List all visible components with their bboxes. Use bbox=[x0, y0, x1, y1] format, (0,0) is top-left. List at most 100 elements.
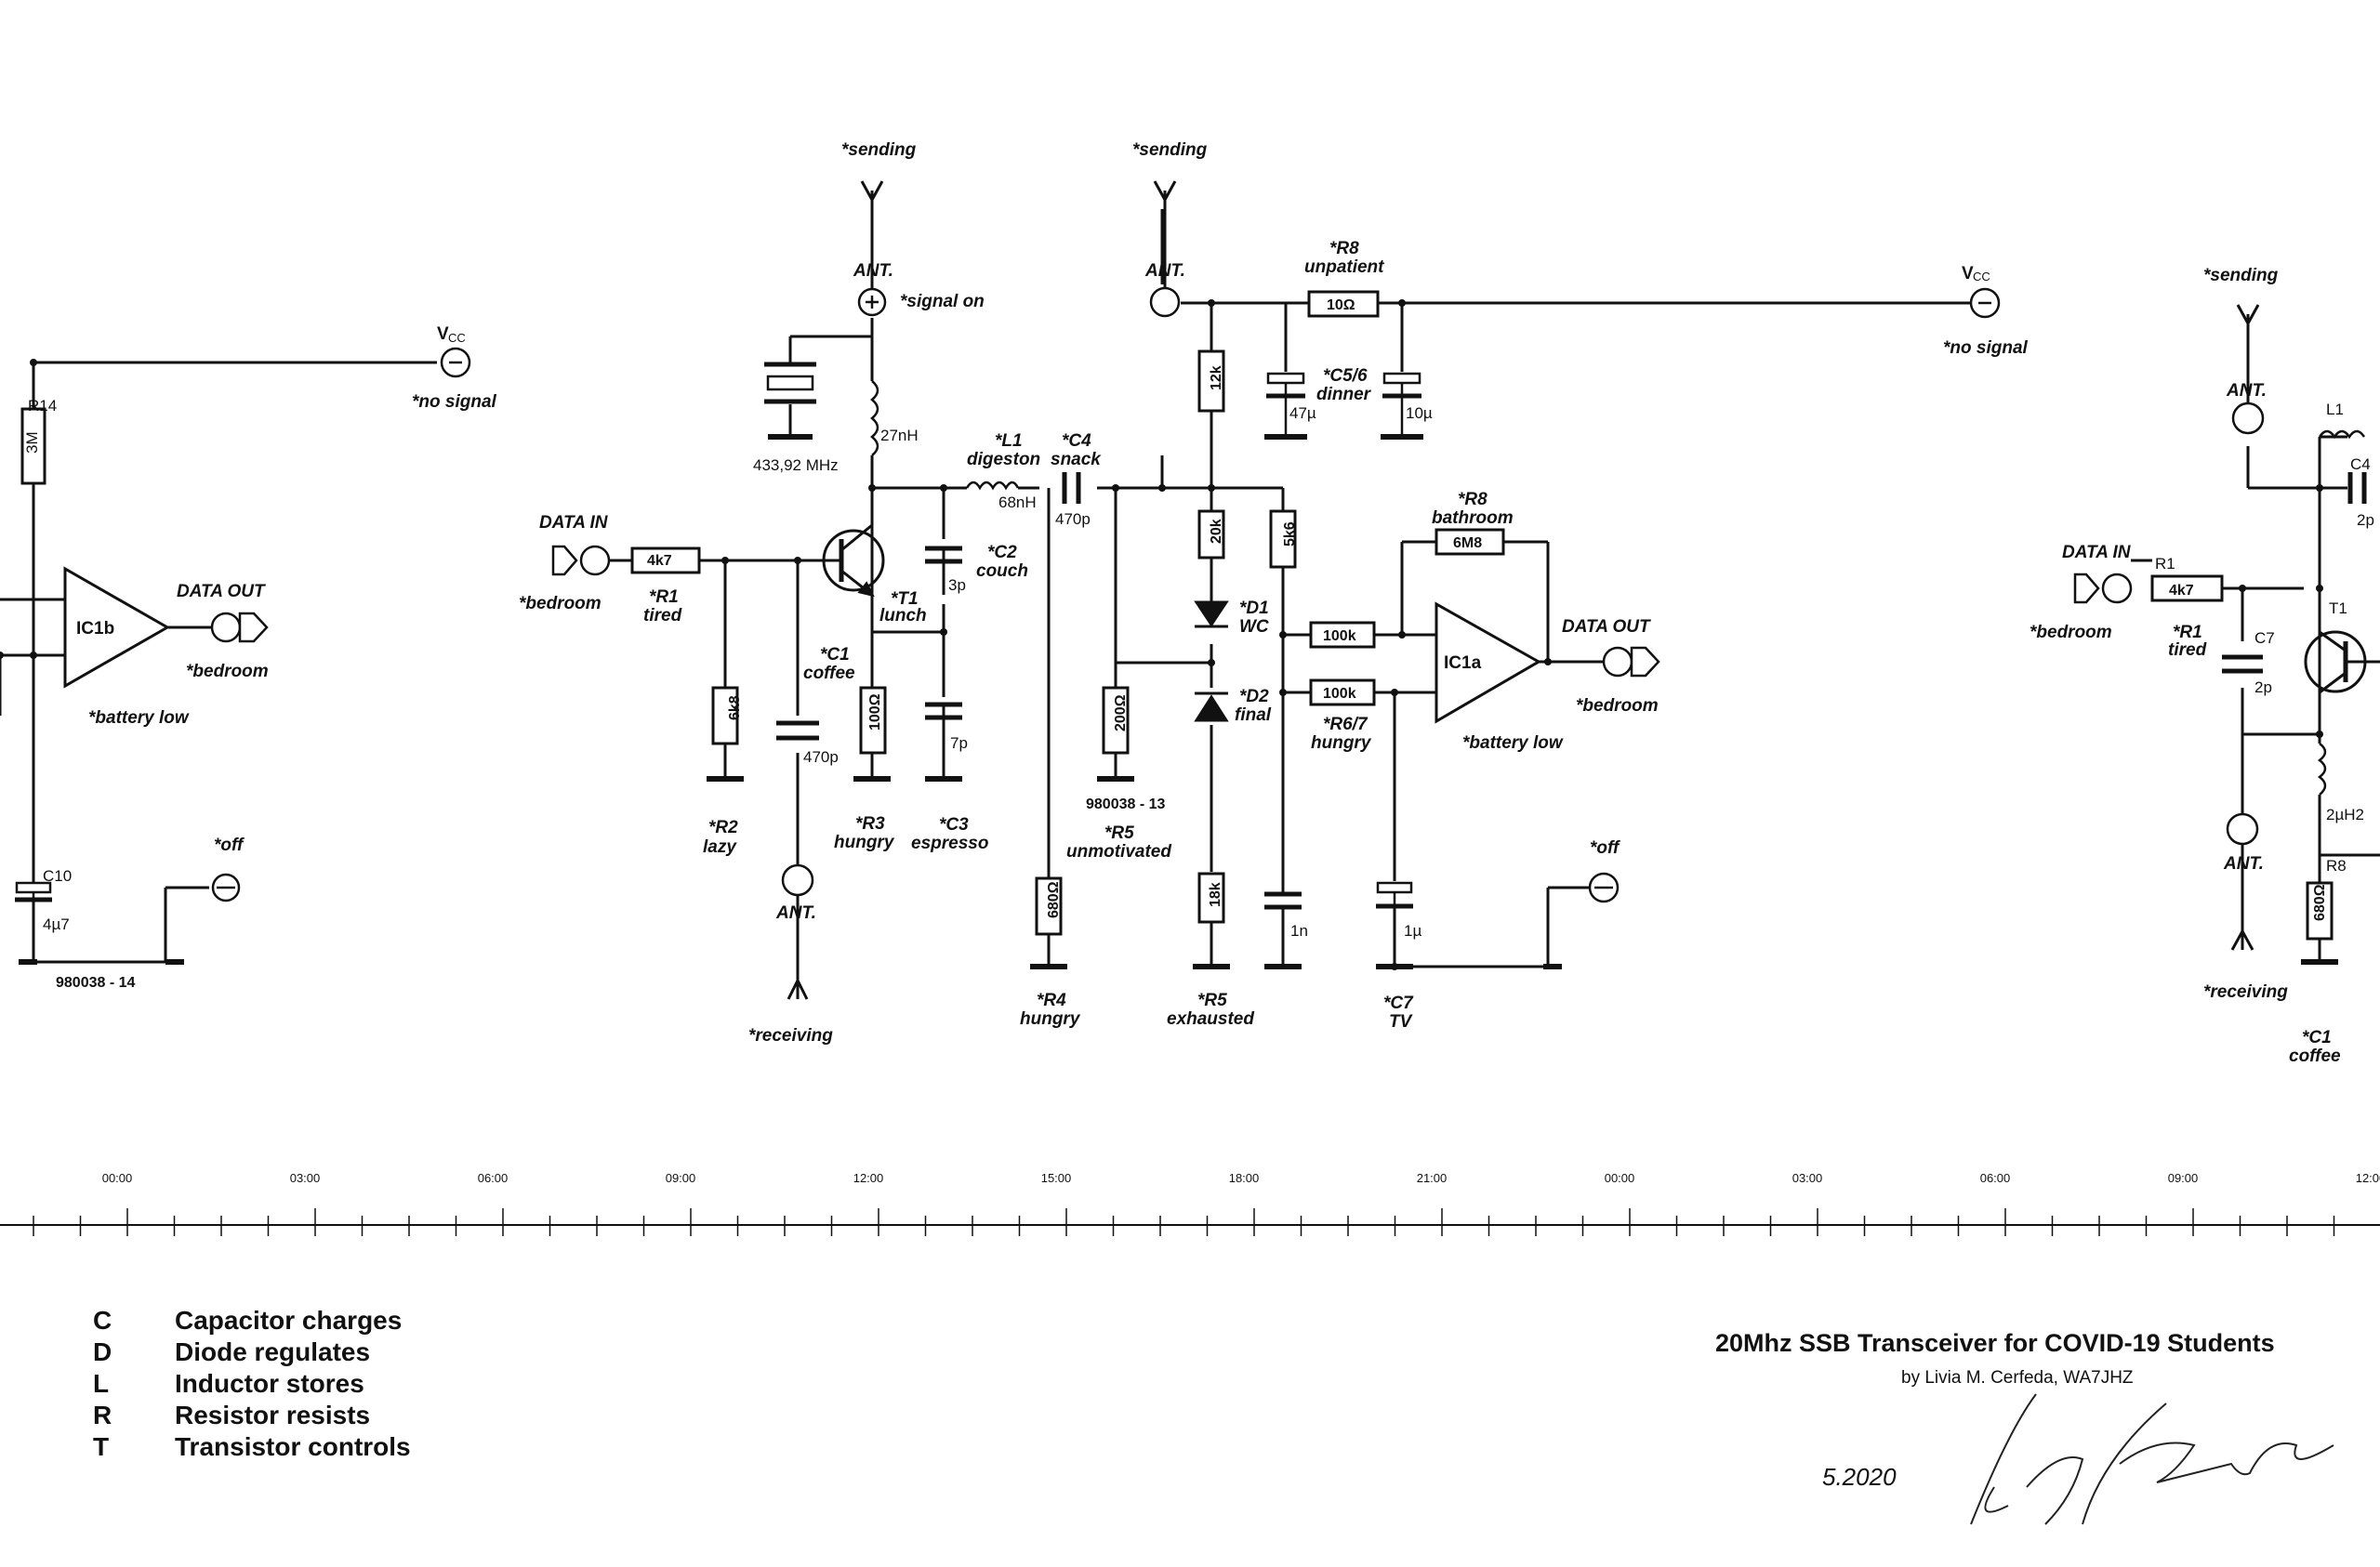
label-r1-note: tired bbox=[643, 606, 682, 625]
label-dataout: DATA OUT bbox=[1562, 617, 1651, 637]
label-right-r1-value: 4k7 bbox=[2169, 583, 2194, 599]
timeline-label: 21:00 bbox=[1417, 1171, 1448, 1185]
label-r8b-tag: *R8 bbox=[1458, 490, 1488, 509]
label-sending-2: *sending bbox=[1132, 140, 1208, 160]
label-r1-value: 4k7 bbox=[647, 553, 672, 569]
label-c1-value: 470p bbox=[803, 748, 839, 766]
label-r14: R14 bbox=[28, 397, 57, 415]
label-100k-a: 100k bbox=[1323, 628, 1356, 644]
label-receiving: *receiving bbox=[748, 1026, 833, 1046]
label-c3-tag: *C3 bbox=[939, 815, 969, 835]
diode-d2 bbox=[1194, 691, 1229, 722]
timeline-label: 09:00 bbox=[666, 1171, 696, 1185]
inductor-right-l1 bbox=[2318, 429, 2366, 440]
capacitor-right-c7 bbox=[2222, 654, 2263, 674]
antenna-node-right-receiving bbox=[2226, 812, 2259, 846]
label-r3-value: 100Ω bbox=[867, 693, 883, 731]
label-c6-value: 10µ bbox=[1406, 404, 1433, 422]
label-r1-tag: *R1 bbox=[649, 587, 679, 607]
transistor-t1 bbox=[822, 523, 885, 598]
resistor-right-r1 bbox=[2150, 574, 2224, 602]
label-1n: 1n bbox=[1290, 922, 1308, 940]
resistor-r5a bbox=[1102, 686, 1130, 755]
label-ic1b: IC1b bbox=[76, 619, 114, 639]
antenna-node-right-sending bbox=[2231, 402, 2265, 435]
label-vcc: V bbox=[1962, 264, 1974, 283]
label-r5a-note: unmotivated bbox=[1066, 842, 1171, 862]
label-left-battery: *battery low bbox=[88, 708, 190, 728]
legend-letter: L bbox=[93, 1369, 110, 1398]
label-c10: C10 bbox=[43, 867, 72, 885]
antenna-receiving bbox=[787, 895, 809, 1000]
label-right-c7: C7 bbox=[2254, 629, 2275, 647]
capacitor-c1 bbox=[776, 720, 819, 741]
label-c4-tag: *C4 bbox=[1062, 431, 1091, 451]
label-r5b-note: exhausted bbox=[1167, 1009, 1254, 1029]
inductor-right-2uh2 bbox=[2317, 743, 2327, 796]
label-signal-on: *signal on bbox=[900, 292, 985, 311]
label-right-l1: L1 bbox=[2326, 401, 2344, 418]
label-ant-receiving: ANT. bbox=[775, 903, 816, 923]
legend-text: Transistor controls bbox=[175, 1432, 411, 1461]
label-r2-note: lazy bbox=[703, 837, 737, 857]
label-vcc-sub: CC bbox=[1973, 270, 1990, 283]
label-right-r1-note: tired bbox=[2168, 640, 2207, 660]
label-right-receiving: *receiving bbox=[2203, 982, 2288, 1002]
label-c7-tag: *C7 bbox=[1383, 994, 1414, 1013]
opamp-ic1a bbox=[1435, 601, 1542, 724]
antenna-right-receiving bbox=[2230, 844, 2254, 951]
label-sending-1: *sending bbox=[841, 140, 917, 160]
timeline-label: 15:00 bbox=[1041, 1171, 1072, 1185]
label-100k-b: 100k bbox=[1323, 686, 1356, 702]
antenna-sending-1 bbox=[860, 180, 884, 288]
terminal-datain bbox=[579, 545, 611, 576]
label-bedroom-out: *bedroom bbox=[1576, 696, 1659, 716]
label-right-2uh2: 2µH2 bbox=[2326, 806, 2364, 823]
label-27nh: 27nH bbox=[880, 427, 919, 444]
label-c56-note: dinner bbox=[1316, 385, 1372, 404]
label-right-c1-tag: *C1 bbox=[2302, 1028, 2332, 1047]
legend-row: T Transistor controls bbox=[93, 1432, 411, 1464]
resistor-100k-a bbox=[1309, 621, 1376, 649]
legend-row: C Capacitor charges bbox=[93, 1306, 411, 1337]
antenna-sending-2 bbox=[1153, 180, 1177, 288]
legend-text: Capacitor charges bbox=[175, 1306, 403, 1335]
resistor-r8b bbox=[1435, 528, 1505, 556]
label-right-r8-value: 680Ω bbox=[2312, 884, 2328, 921]
legend-text: Resistor resists bbox=[175, 1401, 371, 1429]
label-right-sending: *sending bbox=[2203, 266, 2279, 285]
label-r67-note: hungry bbox=[1311, 733, 1372, 753]
label-c7-value: 1µ bbox=[1404, 922, 1421, 940]
label-t1-tag: *T1 bbox=[891, 589, 919, 609]
label-l1-note: digeston bbox=[967, 450, 1040, 469]
label-left-no-signal: *no signal bbox=[412, 392, 497, 412]
timeline-label: 00:00 bbox=[102, 1171, 133, 1185]
label-r67-tag: *R6/7 bbox=[1323, 715, 1368, 734]
legend-letter: T bbox=[93, 1432, 110, 1461]
label-left-off: *off bbox=[214, 836, 245, 855]
timeline-label: 03:00 bbox=[290, 1171, 321, 1185]
label-right-c1-note: coffee bbox=[2289, 1047, 2341, 1066]
label-c56-tag: *C5/6 bbox=[1323, 366, 1368, 386]
label-battery-low: *battery low bbox=[1462, 733, 1564, 753]
capacitor-right-c4 bbox=[2347, 472, 2367, 504]
resistor-5k6 bbox=[1269, 509, 1297, 569]
timeline-label: 12:00 bbox=[853, 1171, 884, 1185]
label-r2-tag: *R2 bbox=[708, 818, 738, 837]
label-right-c7-value: 2p bbox=[2254, 678, 2272, 696]
resistor-r3 bbox=[859, 686, 887, 755]
resistor-100k-b bbox=[1309, 678, 1376, 706]
label-crystal: 433,92 MHz bbox=[753, 456, 839, 474]
label-right-ant-receiving: ANT. bbox=[2223, 854, 2264, 874]
transistor-right-t1 bbox=[2304, 630, 2380, 694]
label-left-dataout: DATA OUT bbox=[177, 582, 266, 601]
legend-letter: C bbox=[93, 1306, 112, 1335]
inductor-l1 bbox=[965, 481, 1020, 491]
label-l1-tag: *L1 bbox=[995, 431, 1023, 451]
label-left-bedroom: *bedroom bbox=[186, 662, 269, 681]
label-c1-tag: *C1 bbox=[820, 645, 850, 665]
label-t1-note: lunch bbox=[879, 606, 927, 625]
timeline-label: 00:00 bbox=[1605, 1171, 1635, 1185]
